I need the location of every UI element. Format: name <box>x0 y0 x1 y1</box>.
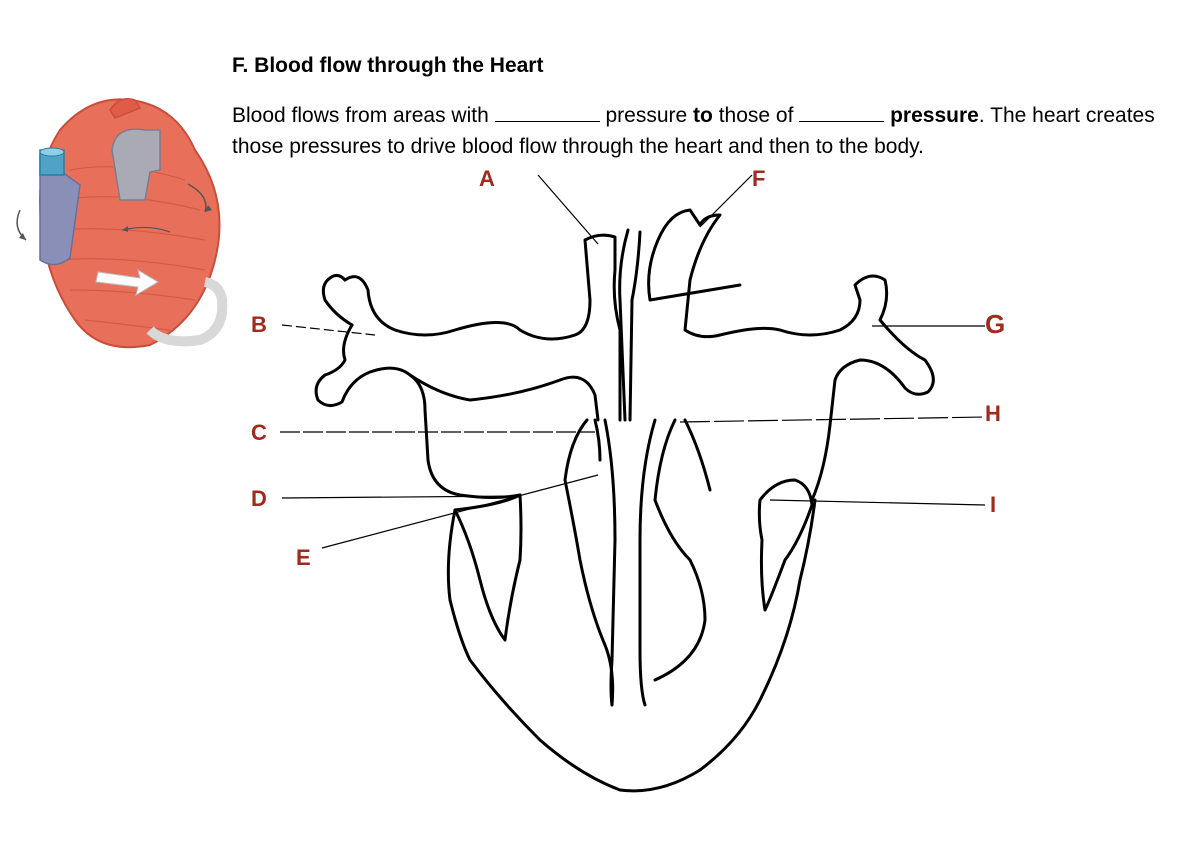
vessel-end-b-lower <box>316 325 410 406</box>
leader-b <box>282 325 375 335</box>
right-atrium-top <box>410 375 598 420</box>
label-f: F <box>752 166 765 192</box>
label-d: D <box>251 486 267 512</box>
label-g: G <box>985 309 1005 340</box>
leader-e <box>322 475 598 548</box>
vessel-end-b-upper <box>323 275 352 325</box>
heart-lower-outer <box>448 495 815 791</box>
valve-stub-left <box>595 420 600 460</box>
heart-outline <box>316 210 933 791</box>
label-c: C <box>251 420 267 446</box>
heart-illustration <box>17 99 222 347</box>
leader-lines <box>280 175 985 548</box>
label-a: A <box>479 166 495 192</box>
left-atrium-wall <box>410 375 520 498</box>
leader-i <box>770 500 985 505</box>
left-ventricle-papillary <box>759 480 812 610</box>
label-h: H <box>985 401 1001 427</box>
septum-right-line <box>630 232 640 420</box>
leader-h <box>680 417 985 422</box>
left-ventricle-wall <box>812 425 830 500</box>
leader-a <box>538 175 598 244</box>
label-b: B <box>251 312 267 338</box>
tricuspid-flap <box>565 420 613 705</box>
interventricular-septum <box>640 420 655 705</box>
mitral-flap <box>655 420 705 680</box>
label-i: I <box>990 492 996 518</box>
leader-f <box>700 175 752 227</box>
valve-stub-right <box>685 420 710 490</box>
right-ventricle-papillary <box>455 495 521 640</box>
label-e: E <box>296 545 311 571</box>
pulmonary-branch-left-upper <box>345 235 620 420</box>
aorta-and-right-pulmonary <box>649 210 934 425</box>
